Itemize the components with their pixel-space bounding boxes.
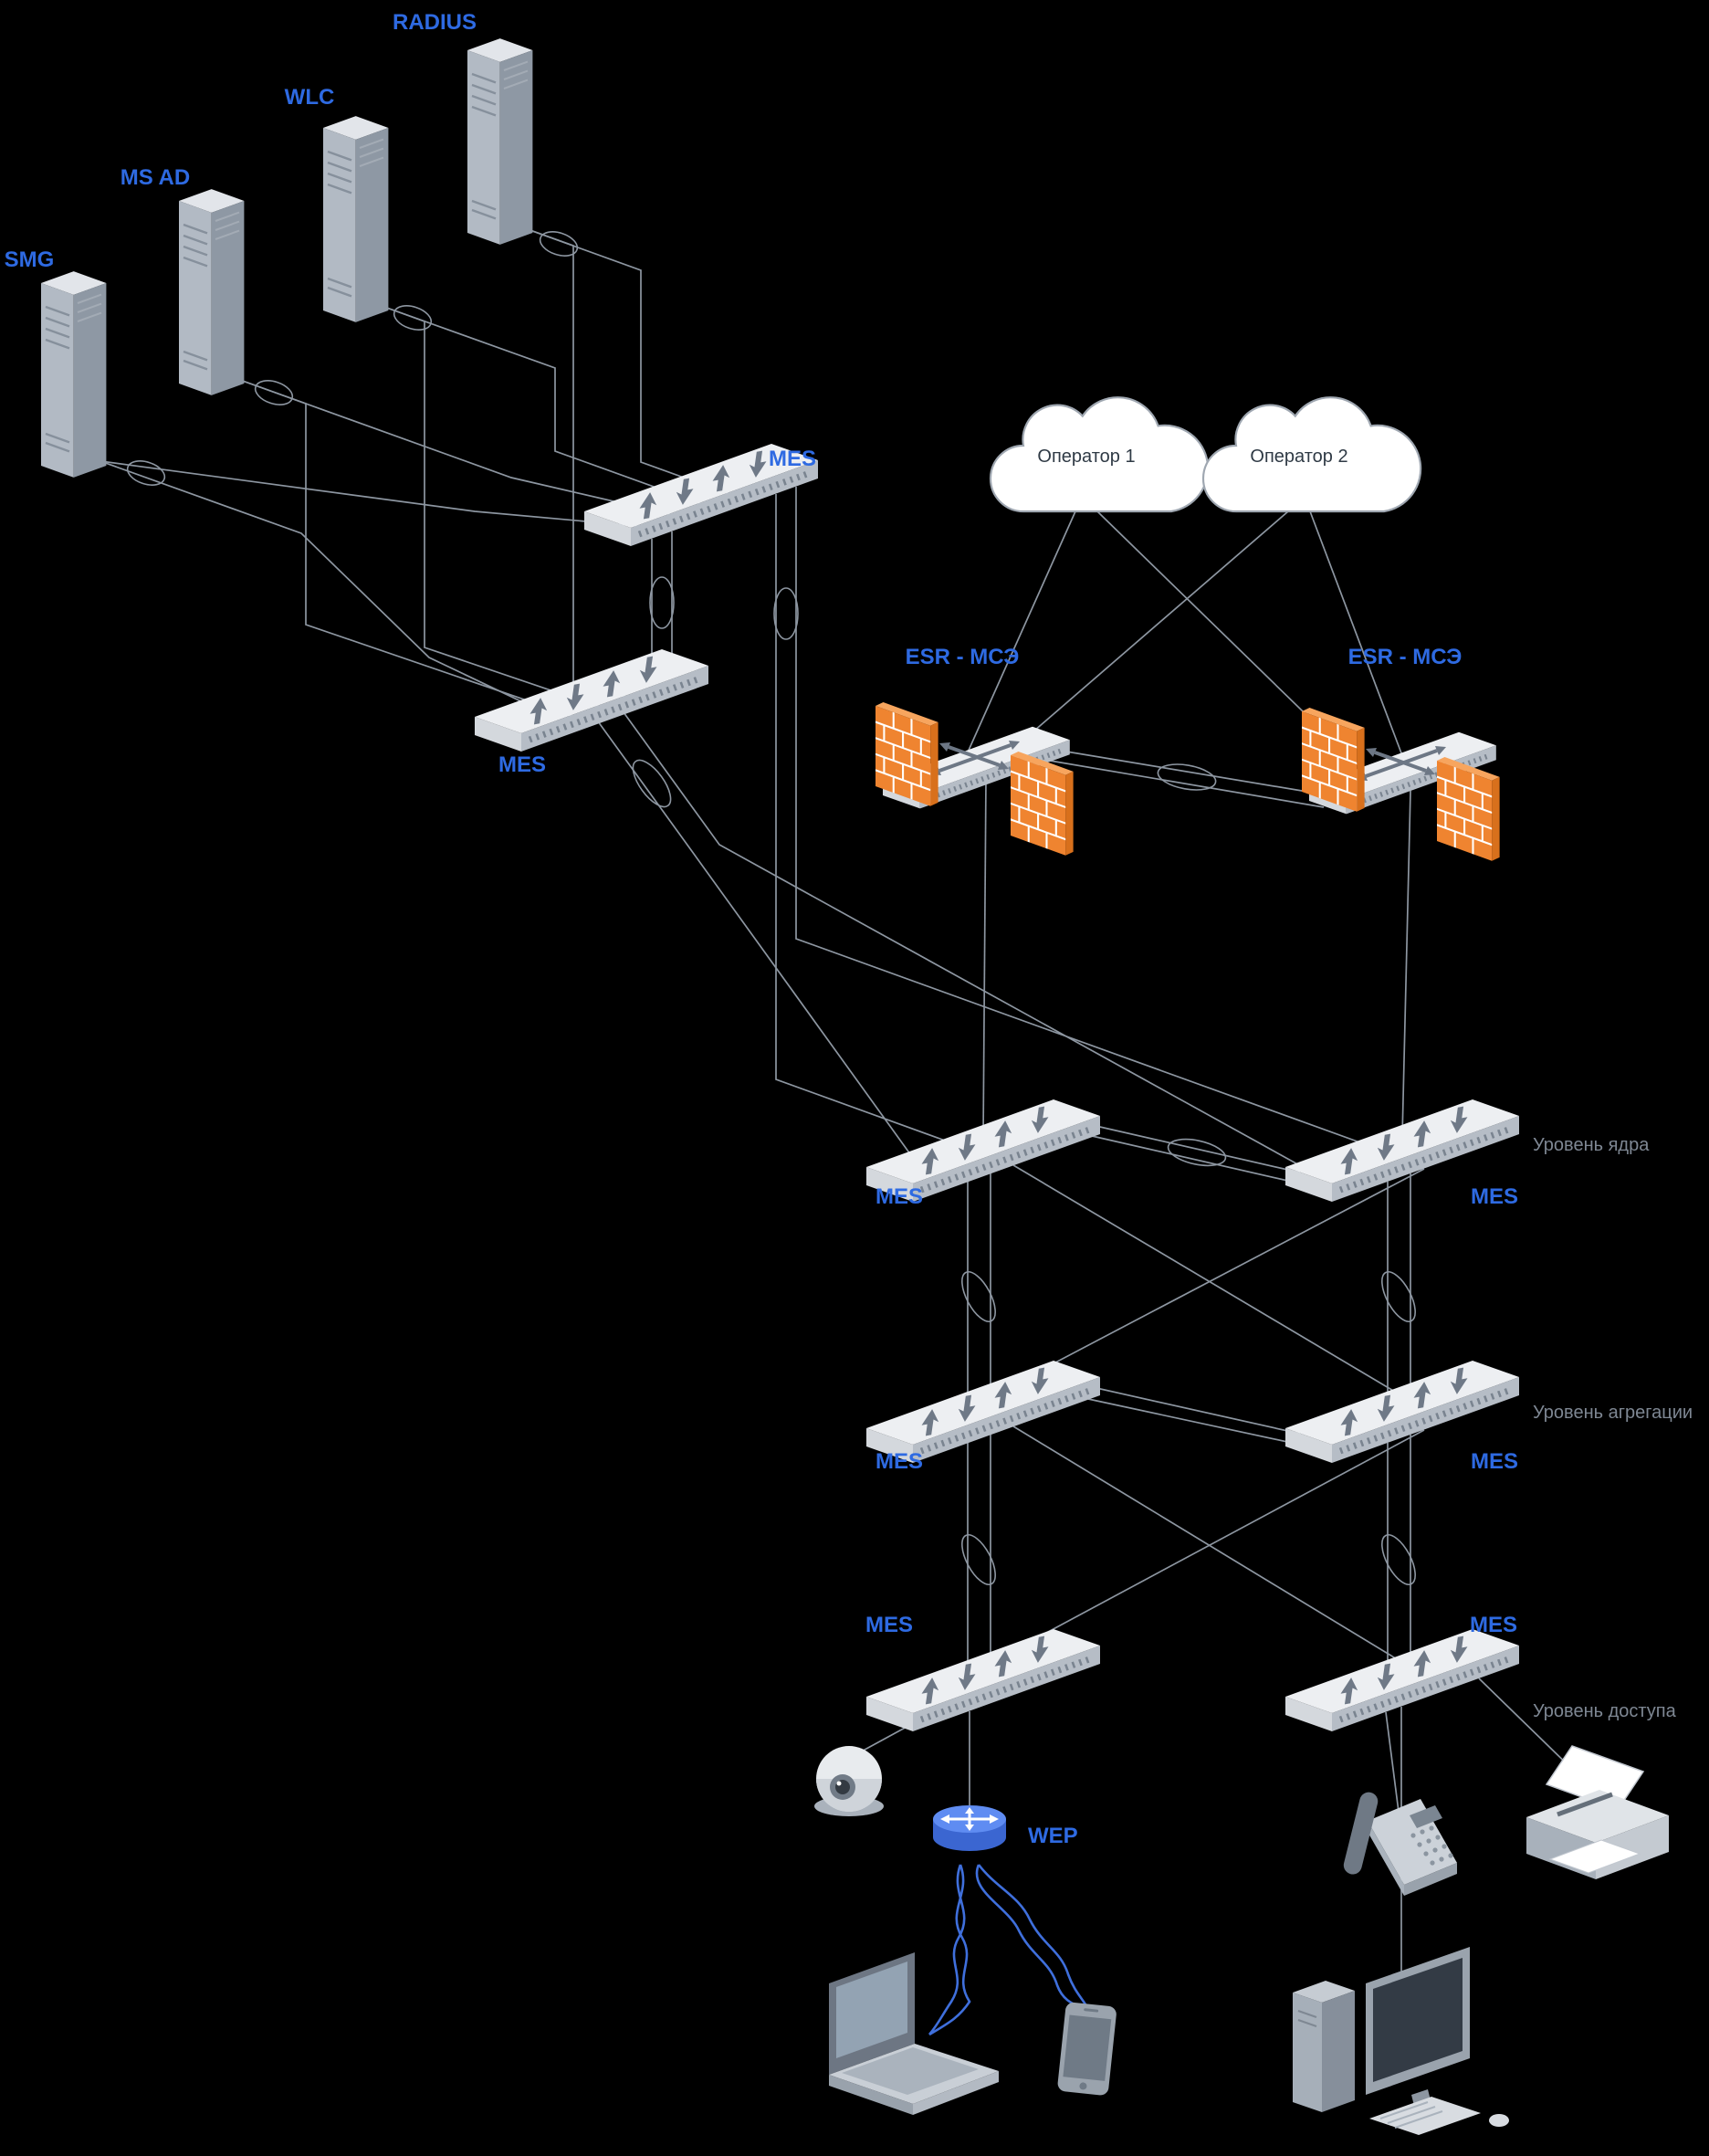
link-acc-camera (855, 1725, 909, 1755)
link-esrleft-core (982, 777, 987, 1138)
link-msad-mestop (236, 378, 686, 519)
camera (814, 1746, 884, 1816)
desktop-pc (1293, 1947, 1509, 2135)
label-radius: RADIUS (393, 10, 477, 35)
link-core-pair-b (1091, 1135, 1301, 1184)
label-ms-ad: MS AD (121, 165, 190, 190)
ip-phone-keypad (1410, 1825, 1453, 1866)
link-acc-ipphone (1385, 1711, 1400, 1813)
cloud-operator-1-label: Оператор 1 (1037, 447, 1135, 467)
switch-mes-agg-left (866, 1361, 1100, 1463)
cloud-operator-1: Оператор 1 (989, 396, 1210, 513)
link-op2-esrright (1309, 510, 1407, 766)
link-radius-mes2 (524, 227, 649, 705)
label-smg: SMG (5, 247, 55, 272)
label-mes-top: MES (769, 447, 816, 471)
server-smg (39, 269, 108, 479)
label-wlc: WLC (285, 85, 335, 110)
laptop-keyboard (842, 2047, 979, 2095)
link-cross-agg-acc-a (1012, 1425, 1421, 1674)
label-mes-second: MES (498, 752, 546, 777)
label-mes-core-right: MES (1471, 1184, 1518, 1209)
router-esr-firewall-right (1302, 705, 1500, 864)
switch-mes-access-left (866, 1629, 1100, 1731)
label-layer-core: Уровень ядра (1533, 1135, 1650, 1155)
link-op1-esrleft (962, 510, 1076, 763)
switch-mes-agg-right (1285, 1361, 1519, 1463)
laptop-screen (836, 1961, 907, 2058)
link-mestop-coreright (795, 487, 1389, 1153)
server-wlc (321, 114, 390, 324)
label-esr-right: ESR - МСЭ (1348, 645, 1463, 669)
pc-keyboard (1369, 2097, 1481, 2135)
ip-phone-display (1410, 1805, 1442, 1828)
wep-access-point (933, 1805, 1006, 1851)
link-esr-pair-b (1049, 760, 1325, 808)
router-arrows-icon (948, 1812, 991, 1826)
link-radius-mestop (524, 227, 740, 499)
switch-mes-access-right (1285, 1629, 1519, 1731)
label-mes-access-right: MES (1470, 1613, 1517, 1637)
label-layer-aggregation: Уровень агрегации (1533, 1403, 1693, 1423)
label-wep: WEP (1028, 1824, 1078, 1848)
link-cross-core-agg-a (1012, 1164, 1421, 1407)
server-ms-ad (177, 187, 246, 397)
wireless-links (928, 1864, 1092, 2036)
label-mes-agg-right: MES (1471, 1449, 1518, 1474)
switch-mes-second (475, 649, 708, 752)
link-mestop-coreleft (775, 494, 969, 1150)
link-mes2-coreleft (597, 720, 914, 1159)
laptop (829, 1952, 999, 2115)
link-msad-mes2 (236, 378, 594, 724)
pc-tower (1293, 1993, 1322, 2112)
link-mes2-coreright (623, 711, 1320, 1177)
link-esr-pair-a (1049, 748, 1325, 795)
label-esr-left: ESR - МСЭ (906, 645, 1020, 669)
labels: SMG MS AD WLC RADIUS MES MES ESR - МСЭ E… (5, 10, 1693, 1848)
smartphone (1057, 2002, 1117, 2096)
label-layer-access: Уровень доступа (1533, 1701, 1677, 1721)
cloud-operator-2-label: Оператор 2 (1250, 447, 1347, 467)
label-mes-agg-left: MES (875, 1449, 923, 1474)
smartphone-screen (1063, 2014, 1112, 2081)
pc-monitor-screen (1373, 1958, 1463, 2082)
server-radius (466, 37, 534, 247)
printer (1526, 1745, 1669, 1879)
lag-ellipses (126, 231, 1416, 1585)
link-core-pair-a (1091, 1124, 1301, 1173)
label-mes-core-left: MES (875, 1184, 923, 1209)
link-esrright-core (1401, 790, 1411, 1138)
link-op2-esrleft (1012, 510, 1289, 750)
link-wlc-mestop (381, 305, 713, 509)
printer-paper-output (1548, 1839, 1641, 1874)
link-smg-mes2 (100, 460, 549, 715)
ip-phone (1343, 1792, 1457, 1896)
ip-phone-handset (1343, 1792, 1379, 1875)
pc-mouse (1489, 2114, 1509, 2127)
label-mes-access-left: MES (865, 1613, 913, 1637)
cloud-operator-2: Оператор 2 (1201, 396, 1422, 513)
link-wlc-mes2 (381, 305, 622, 715)
